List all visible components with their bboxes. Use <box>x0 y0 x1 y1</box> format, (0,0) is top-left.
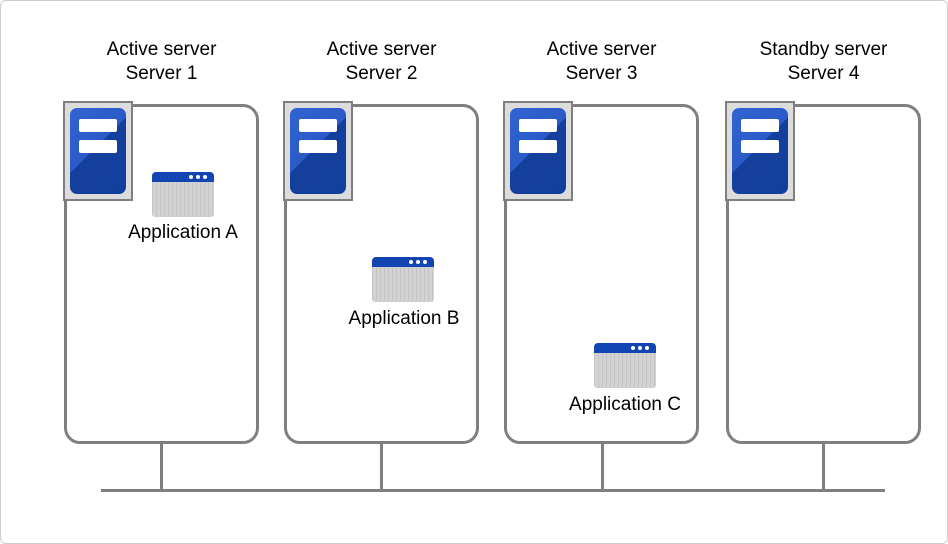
server-tower <box>70 108 126 194</box>
server-title-3: Active server Server 3 <box>504 38 699 86</box>
network-connector <box>601 444 604 490</box>
network-connector <box>822 444 825 490</box>
server-icon <box>725 101 795 201</box>
server-title-2: Active server Server 2 <box>284 38 479 86</box>
app-window-icon <box>152 172 214 217</box>
server-title-1: Active server Server 1 <box>64 38 259 86</box>
server-drive-bay <box>741 119 779 132</box>
server-role: Active server <box>546 39 657 60</box>
window-dots-icon <box>423 260 427 264</box>
network-connector <box>160 444 163 490</box>
server-drive-bay <box>519 119 557 132</box>
app-window-icon <box>594 343 656 388</box>
app-window-icon <box>372 257 434 302</box>
server-icon <box>63 101 133 201</box>
app-window-body <box>152 182 214 217</box>
server-role: Active server <box>326 39 437 60</box>
server-drive-bay <box>79 119 117 132</box>
server-drive-bay <box>519 140 557 153</box>
application-label: Application C <box>569 394 681 415</box>
server-icon <box>503 101 573 201</box>
network-bus-line <box>101 489 885 492</box>
server-role: Standby server <box>759 39 888 60</box>
server-drive-bay <box>299 140 337 153</box>
server-name: Server 3 <box>565 63 638 84</box>
server-role: Active server <box>106 39 217 60</box>
app-window-titlebar <box>372 257 434 267</box>
app-window-body <box>594 353 656 388</box>
server-name: Server 4 <box>787 63 860 84</box>
server-tower <box>510 108 566 194</box>
app-window-titlebar <box>152 172 214 182</box>
app-window-body <box>372 267 434 302</box>
server-drive-bay <box>299 119 337 132</box>
server-tower <box>732 108 788 194</box>
app-window-titlebar <box>594 343 656 353</box>
server-name: Server 2 <box>345 63 418 84</box>
server-tower <box>290 108 346 194</box>
application-label: Application B <box>348 308 460 329</box>
server-icon <box>283 101 353 201</box>
server-drive-bay <box>741 140 779 153</box>
window-dots-icon <box>203 175 207 179</box>
server-title-4: Standby server Server 4 <box>726 38 921 86</box>
network-connector <box>380 444 383 490</box>
window-dots-icon <box>645 346 649 350</box>
server-drive-bay <box>79 140 117 153</box>
server-name: Server 1 <box>125 63 198 84</box>
application-label: Application A <box>128 222 238 243</box>
